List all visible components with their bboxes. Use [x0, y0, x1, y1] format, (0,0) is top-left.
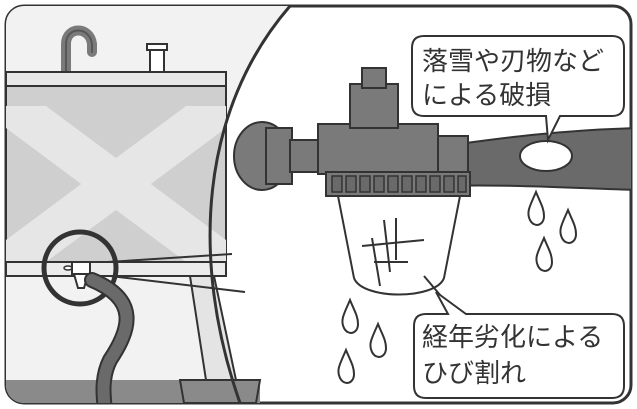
- strainer-cup: [336, 195, 462, 296]
- strainer-head: [317, 123, 439, 175]
- crack-marks: [361, 218, 425, 287]
- callout-snow-line1: 落雪や刃物など: [422, 47, 604, 77]
- callout-aging-crack: 経年劣化による ひび割れ: [413, 291, 625, 399]
- drain-valve-highlight: [41, 229, 119, 307]
- callout-snow-line2: による破損: [422, 81, 551, 111]
- right-pane: 落雪や刃物など による破損 経年劣化による ひび割れ: [208, 6, 631, 403]
- zoom-divider: [208, 6, 292, 403]
- callout-aging-line1: 経年劣化による: [422, 323, 603, 353]
- left-pane: [6, 6, 290, 403]
- callout-snow-damage: 落雪や刃物など による破損: [411, 35, 625, 144]
- callout-aging-line2: ひび割れ: [422, 359, 526, 389]
- oil-drips: [337, 189, 578, 384]
- hose-hole: [519, 140, 573, 172]
